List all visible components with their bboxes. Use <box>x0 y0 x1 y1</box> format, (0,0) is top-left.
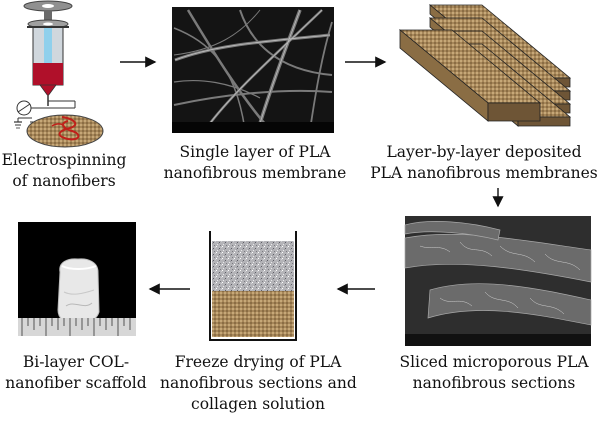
layer-stack-illustration <box>398 4 575 127</box>
caption-sliced-sections: Sliced microporous PLA nanofibrous secti… <box>399 353 589 392</box>
caption-electrospinning: Electrospinning of nanofibers <box>1 151 127 190</box>
caption-bilayer-scaffold: Bi-layer COL- nanofiber scaffold <box>5 353 147 392</box>
freeze-drying-beaker <box>209 231 297 341</box>
caption-layer-by-layer: Layer-by-layer deposited PLA nanofibrous… <box>370 143 598 182</box>
electrospinning-apparatus <box>14 0 104 148</box>
caption-single-layer: Single layer of PLA nanofibrous membrane <box>163 143 347 182</box>
arrow-icon <box>120 56 504 295</box>
sem-sliced-sections-image <box>404 216 592 346</box>
power-supply-icon <box>16 100 66 116</box>
caption-freeze-drying: Freeze drying of PLA nanofibrous section… <box>160 353 357 413</box>
sem-single-layer-image <box>172 7 334 133</box>
bilayer-scaffold-photo <box>18 222 136 336</box>
